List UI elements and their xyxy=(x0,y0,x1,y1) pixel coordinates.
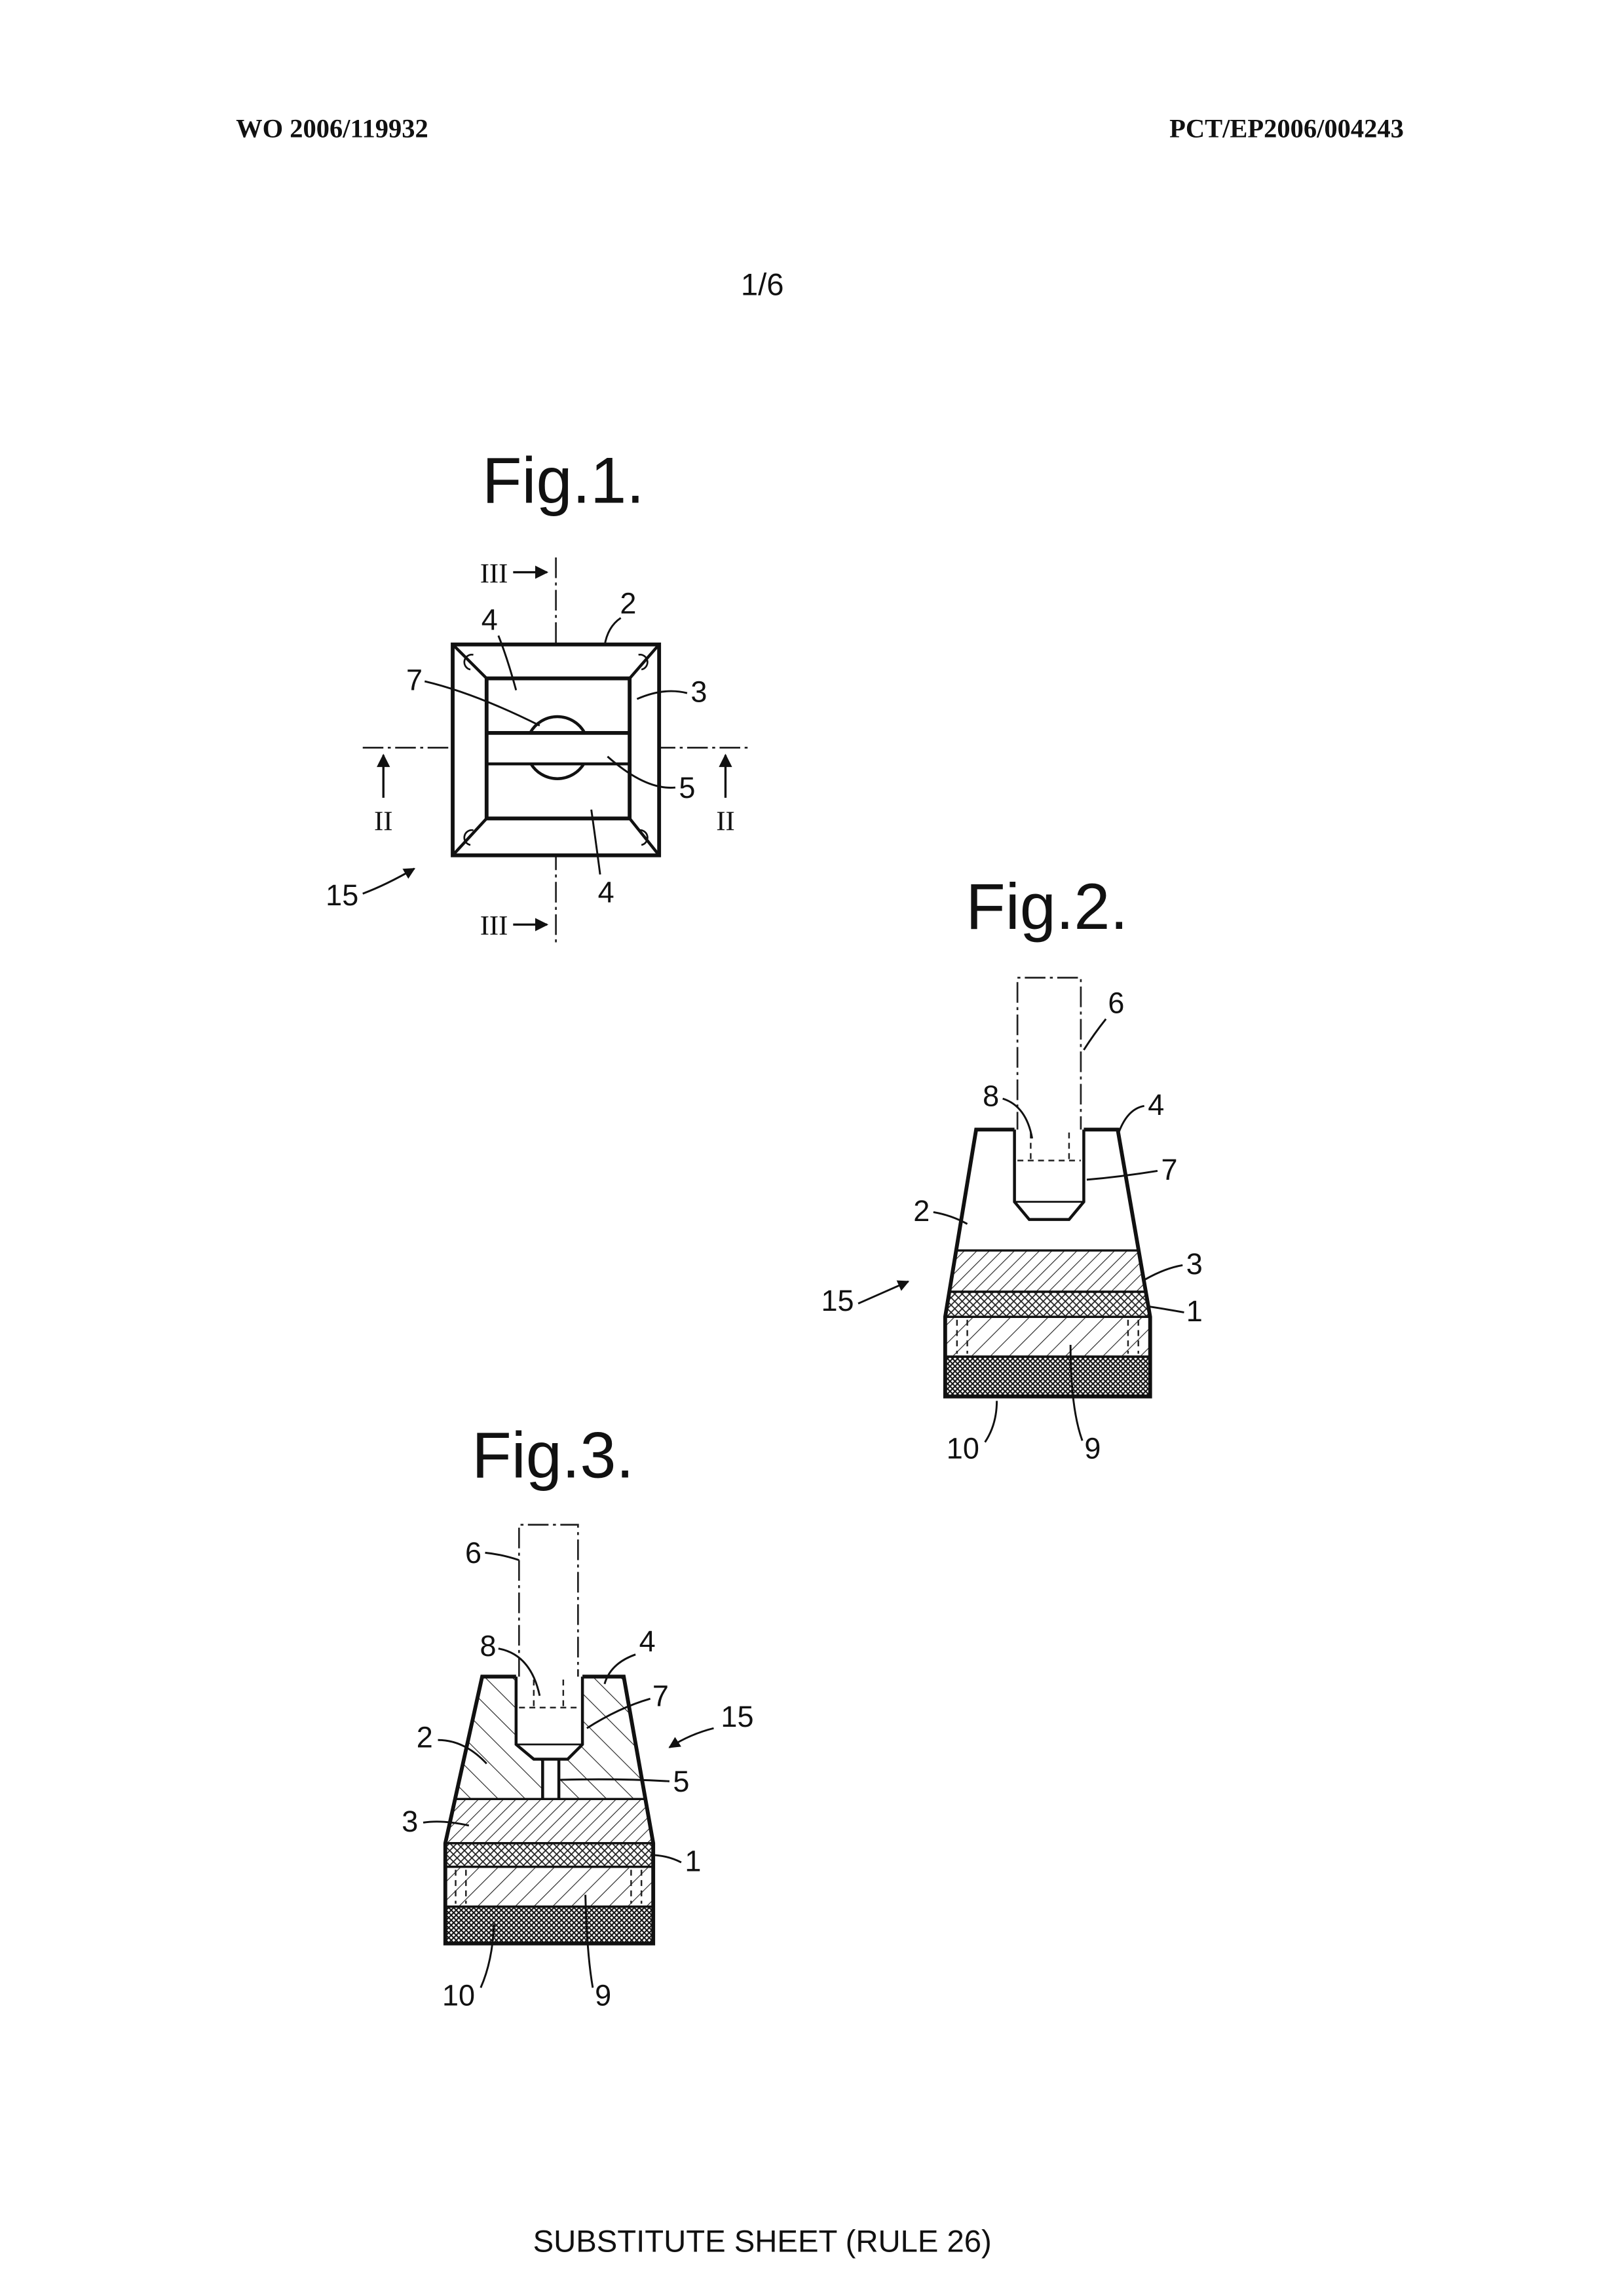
fig2-bore-7 xyxy=(1015,1129,1084,1219)
fig2-leader-10 xyxy=(985,1401,997,1442)
fig1-ref-4-bottom: 4 xyxy=(598,876,614,909)
fig3-ref-10: 10 xyxy=(442,1978,475,2012)
fig3-ref-6: 6 xyxy=(465,1536,481,1570)
fig3-leader-15 xyxy=(670,1728,714,1747)
fig3-ref-1: 1 xyxy=(685,1845,701,1878)
fig3-ref-3: 3 xyxy=(402,1805,418,1838)
fig1-inner-frame xyxy=(487,679,630,819)
fig1-leader-15 xyxy=(363,869,415,894)
fig2-layer-10 xyxy=(945,1357,1150,1397)
fig1-ref-3: 3 xyxy=(690,675,707,709)
fig3-ref-5: 5 xyxy=(673,1765,689,1798)
fig2-ref-8: 8 xyxy=(983,1079,999,1112)
fig2-ref-2: 2 xyxy=(913,1194,930,1228)
fig1-ref-15: 15 xyxy=(326,878,358,912)
fig3-channel-5 xyxy=(542,1760,559,1799)
fig2-ref-9: 9 xyxy=(1084,1431,1101,1465)
fig1-section-label-right: II xyxy=(716,806,734,837)
fig2-leader-4 xyxy=(1118,1106,1144,1135)
fig3-layer-1 xyxy=(445,1843,653,1867)
fig3-ref-15: 15 xyxy=(721,1700,753,1733)
figure-3: Fig.3. 6 8 4 7 15 2 5 3 1 10 9 xyxy=(402,1419,753,2012)
fig3-ref-7: 7 xyxy=(652,1679,669,1712)
fig3-ref-8: 8 xyxy=(480,1629,497,1663)
fig2-ref-15: 15 xyxy=(821,1284,854,1317)
fig1-leader-2 xyxy=(605,618,621,646)
fig2-leader-7 xyxy=(1087,1171,1158,1180)
fig1-ref-4-top: 4 xyxy=(481,603,498,636)
fig2-ref-4: 4 xyxy=(1148,1088,1164,1121)
fig2-leader-1 xyxy=(1148,1306,1184,1312)
fig2-ref-10: 10 xyxy=(947,1431,979,1465)
fig2-ref-1: 1 xyxy=(1186,1294,1203,1328)
fig3-layer-10 xyxy=(445,1907,653,1944)
fig2-leader-6 xyxy=(1084,1019,1106,1050)
figure-1: Fig.1. III III II II 2 4 7 3 5 15 xyxy=(326,444,747,947)
application-number: PCT/EP2006/004243 xyxy=(1169,114,1404,143)
footer-note: SUBSTITUTE SHEET (RULE 26) xyxy=(533,2224,992,2259)
fig3-leader-6 xyxy=(485,1553,519,1560)
fig2-leader-15 xyxy=(858,1281,909,1304)
fig3-ref-2: 2 xyxy=(417,1720,433,1754)
fig1-ref-7: 7 xyxy=(406,664,423,697)
publication-number: WO 2006/119932 xyxy=(236,114,428,143)
fig3-ref-4: 4 xyxy=(639,1625,656,1658)
fig3-ref-9: 9 xyxy=(595,1978,611,2012)
fig1-section-label-bottom: III xyxy=(480,911,508,941)
fig3-bore-fill xyxy=(516,1676,582,1759)
fig2-ref-6: 6 xyxy=(1108,987,1124,1020)
fig3-layer-3 xyxy=(445,1799,653,1843)
fig1-section-label-left: II xyxy=(374,806,392,837)
fig2-layer-1 xyxy=(945,1292,1150,1317)
fig1-ref-2: 2 xyxy=(620,587,636,620)
figure-2: Fig.2. 6 8 4 7 2 3 1 15 10 9 xyxy=(821,870,1202,1465)
figure-2-title: Fig.2. xyxy=(966,870,1128,943)
fig2-ref-7: 7 xyxy=(1161,1153,1177,1186)
fig2-layer-9 xyxy=(945,1317,1150,1357)
fig1-ref-5: 5 xyxy=(679,771,695,804)
fig2-leader-3 xyxy=(1144,1265,1183,1280)
figure-3-title: Fig.3. xyxy=(472,1419,634,1492)
fig2-layer-3 xyxy=(949,1251,1146,1292)
fig1-section-label-top: III xyxy=(480,558,508,589)
fig2-ref-3: 3 xyxy=(1186,1247,1203,1281)
sheet-number: 1/6 xyxy=(741,267,784,302)
figure-1-title: Fig.1. xyxy=(482,444,645,517)
fig3-layer-9 xyxy=(445,1867,653,1907)
